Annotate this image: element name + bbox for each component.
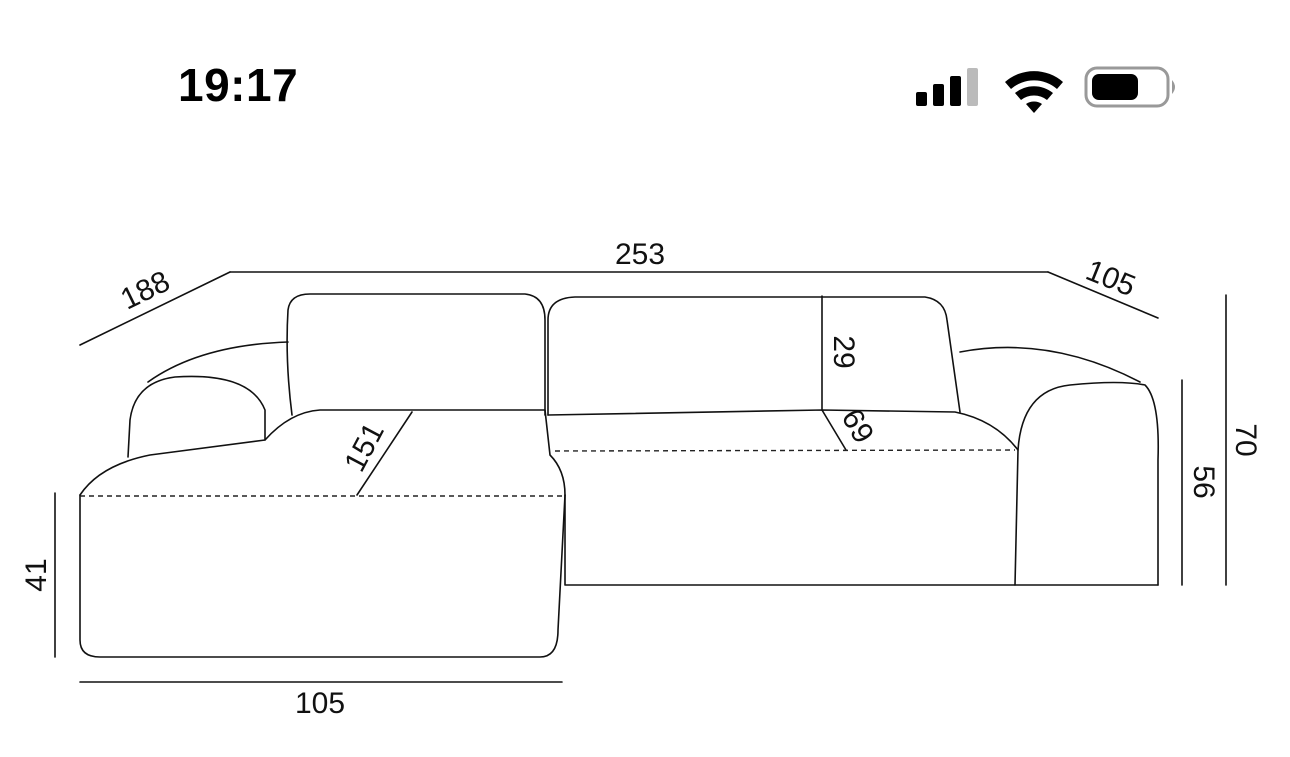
sofa-outline xyxy=(79,293,1160,658)
dim-chaise-width: 105 xyxy=(295,687,345,720)
dim-right-depth: 105 xyxy=(1081,254,1140,303)
cellular-signal-icon xyxy=(916,68,978,106)
dim-total-height: 70 xyxy=(1229,423,1262,456)
dim-chaise-seat-length: 151 xyxy=(338,417,391,477)
dim-chaise-depth: 188 xyxy=(116,265,175,317)
dim-back-cushion-height: 29 xyxy=(827,335,860,368)
dim-total-width: 253 xyxy=(615,238,665,271)
wifi-icon xyxy=(1005,71,1063,113)
dim-seat-height: 41 xyxy=(20,558,53,591)
battery-icon xyxy=(1084,66,1175,108)
dimension-lines xyxy=(54,271,1227,683)
status-time: 19:17 xyxy=(178,59,299,111)
dim-arm-height: 56 xyxy=(1187,465,1220,498)
